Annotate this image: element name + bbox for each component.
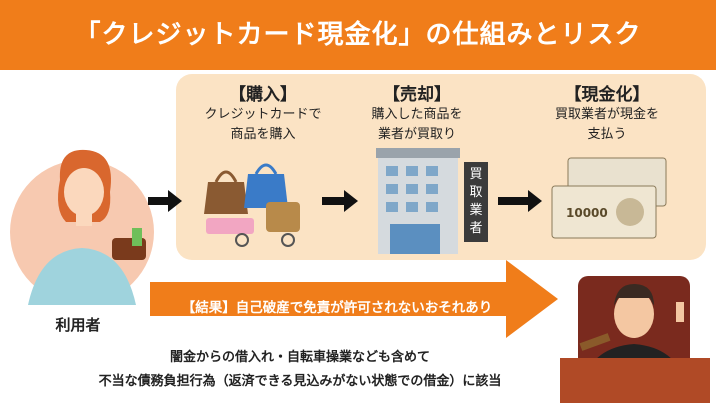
step-sell-line1: 購入した商品を [371, 107, 463, 122]
step-cash-line1: 買取業者が現金を [554, 107, 659, 122]
user-face [64, 168, 104, 216]
watch-icon [235, 233, 249, 247]
title-banner [0, 0, 716, 70]
arrow-purchase-to-sell [322, 190, 358, 212]
watch-icon-2 [281, 233, 295, 247]
note-line-2: 不当な債務負担行為（返済できる見込みがない状態での借金）に該当 [98, 374, 502, 389]
step-sell-description: 購入した商品を 業者が買取り [342, 105, 492, 145]
shop-sign [464, 162, 488, 242]
banknotes-illustration [551, 157, 667, 239]
user-label: 利用者 [55, 316, 101, 334]
buyer-building-illustration [376, 148, 488, 254]
banknote-amount: 10000 [566, 206, 608, 220]
judge-hair [614, 284, 654, 306]
judge-bench [560, 358, 710, 403]
gavel-icon [579, 333, 611, 351]
step-purchase-line1: クレジットカードで [204, 107, 322, 122]
handbag-blue-icon [244, 174, 288, 208]
raised-hand [676, 302, 684, 322]
step-purchase-description: クレジットカードで 商品を購入 [188, 105, 338, 145]
result-text: 【結果】自己破産で免責が許可されないおそれあり [181, 300, 493, 316]
arrow-sell-to-cash [498, 190, 542, 212]
arrow-user-to-purchase [148, 190, 182, 212]
user-body [28, 248, 136, 305]
step-cash-description: 買取業者が現金を 支払う [532, 105, 682, 145]
step-cash-heading: 【現金化】 [564, 85, 650, 105]
result-arrow [150, 260, 558, 338]
building-entrance [390, 224, 440, 254]
shop-sign-text: 買取業者 [469, 167, 483, 236]
bag-icon [266, 202, 300, 232]
wallet-pink-icon [206, 218, 254, 234]
goods-illustration [204, 163, 300, 247]
user-illustration [10, 149, 154, 305]
step-purchase-line2: 商品を購入 [230, 127, 296, 142]
judge-face [614, 290, 654, 338]
page-title: 「クレジットカード現金化」の仕組みとリスク [74, 20, 642, 50]
portrait-icon [616, 198, 644, 226]
judge-illustration [560, 276, 710, 403]
step-purchase-heading: 【購入】 [229, 85, 297, 105]
handbag-icon [204, 182, 248, 214]
step-sell-heading: 【売却】 [383, 85, 451, 105]
money-icon [132, 228, 142, 246]
note-line-1: 闇金からの借入れ・自転車操業なども含めて [169, 350, 430, 365]
step-cash-line2: 支払う [587, 127, 627, 142]
step-sell-line2: 業者が買取り [377, 127, 456, 142]
